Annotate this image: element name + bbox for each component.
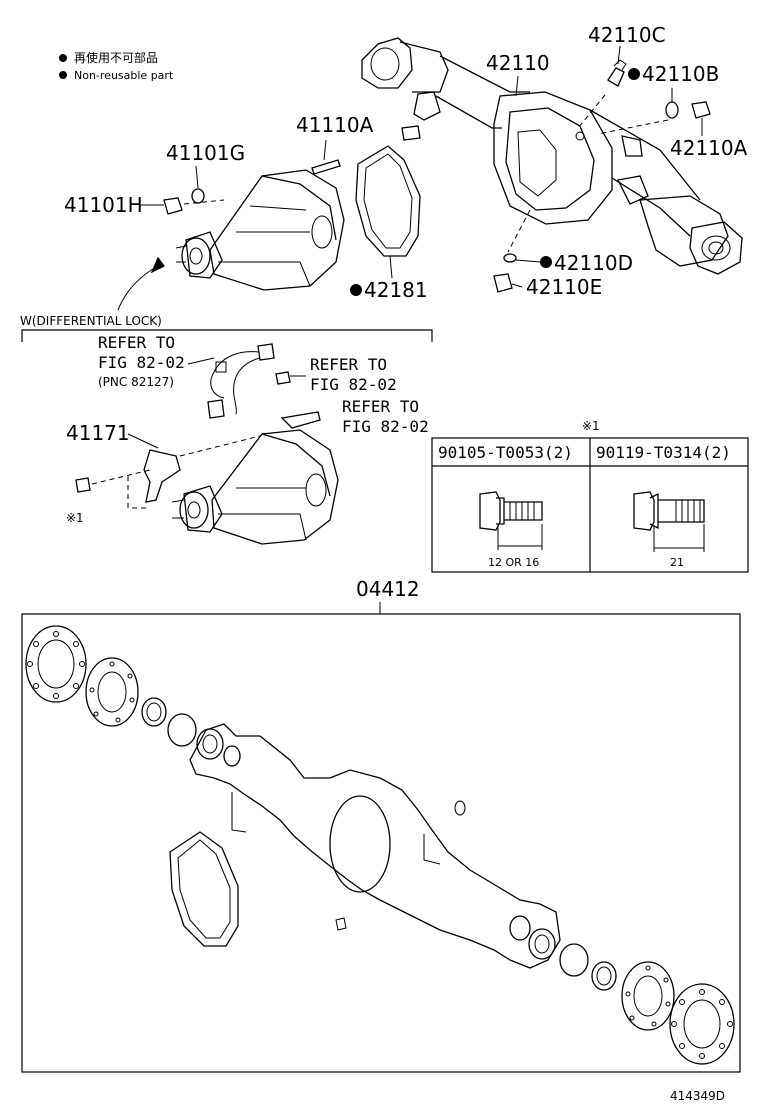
refer-1-line-a: REFER TO <box>98 333 175 352</box>
refer-2-line-a: REFER TO <box>310 355 387 374</box>
bracket-41171 <box>143 449 181 503</box>
label-42110: 42110 <box>486 51 550 75</box>
label-41101H: 41101H <box>64 193 143 217</box>
differential-carrier-2-drawing <box>171 429 339 545</box>
nut-41101H <box>163 197 183 215</box>
refer-3-line-b: FIG 82-02 <box>342 417 429 436</box>
legend-dot-icon <box>59 54 67 62</box>
bolt-mark-1 <box>75 477 91 493</box>
label-42181: 42181 <box>364 278 428 302</box>
gasket-42181 <box>355 145 421 257</box>
bolt-table-col1-dim: 12 OR 16 <box>488 556 539 569</box>
label-41101G: 41101G <box>166 141 245 165</box>
bolt-90119-icon <box>633 491 705 552</box>
gasket-kit-box <box>21 613 741 1073</box>
differential-carrier-drawing <box>175 169 345 291</box>
bolt-table-col2-dim: 21 <box>670 556 684 569</box>
non-reusable-dot-icon <box>540 256 552 268</box>
gasket-42110D <box>503 253 517 263</box>
note-mark-2: ※1 <box>582 419 600 433</box>
label-42110D: 42110D <box>554 251 633 275</box>
label-41110A: 41110A <box>296 113 374 137</box>
vent-plug-42110C <box>607 59 627 87</box>
bolt-90105-icon <box>479 491 543 550</box>
legend: 再使用不可部品 Non-reusable part <box>59 50 174 82</box>
stud-41110A <box>311 159 341 175</box>
wire-harness-drawing <box>207 343 275 419</box>
refer-1-line-b: FIG 82-02 <box>98 353 185 372</box>
label-42110B: 42110B <box>642 62 719 86</box>
note-mark-1: ※1 <box>66 511 84 525</box>
gasket-42110B <box>665 101 679 119</box>
legend-jp: 再使用不可部品 <box>74 50 158 65</box>
bolt-table: 90105-T0053(2) 90119-T0314(2) 12 OR 16 2… <box>431 437 749 573</box>
axle-housing-drawing <box>361 37 743 275</box>
label-42110C: 42110C <box>588 23 666 47</box>
washer-41101G <box>191 188 205 204</box>
legend-dot-icon <box>59 71 67 79</box>
label-42110A: 42110A <box>670 136 748 160</box>
label-diff-lock: W(DIFFERENTIAL LOCK) <box>20 314 162 328</box>
plug-42110A <box>691 101 711 119</box>
non-reusable-dot-icon <box>628 68 640 80</box>
gasket-kit-drawing <box>25 625 735 1065</box>
refer-3-line-a: REFER TO <box>342 397 419 416</box>
bolt-table-col1-header: 90105-T0053(2) <box>438 443 573 462</box>
bolt-table-col2-header: 90119-T0314(2) <box>596 443 731 462</box>
actuator-part <box>280 411 321 429</box>
diff-lock-bracket <box>21 329 433 342</box>
label-42110E: 42110E <box>526 275 602 299</box>
non-reusable-dot-icon <box>350 284 362 296</box>
plug-42110E <box>493 273 513 293</box>
diagram-id: 414349D <box>670 1089 725 1103</box>
refer-2-line-b: FIG 82-02 <box>310 375 397 394</box>
label-41171: 41171 <box>66 421 130 445</box>
legend-en: Non-reusable part <box>74 69 174 82</box>
label-04412: 04412 <box>356 577 420 601</box>
switch-bolt <box>275 371 291 385</box>
refer-1-line-c: (PNC 82127) <box>98 375 174 389</box>
